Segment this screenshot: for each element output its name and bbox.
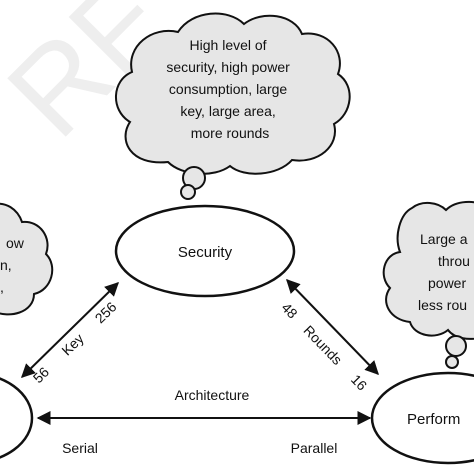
cloud-left-text: ow n, ,	[0, 235, 28, 295]
cloud-right-bubble-small	[445, 355, 459, 369]
arrow-key	[20, 282, 120, 378]
rounds-min-label: 48	[278, 299, 300, 321]
cloud-top-line: security, high power	[166, 59, 290, 75]
architecture-label: Architecture	[175, 387, 250, 403]
node-security-ellipse	[114, 204, 296, 298]
cloud-left-line: n,	[0, 257, 12, 273]
cloud-top-line: more rounds	[191, 125, 270, 141]
key-max-label: 256	[92, 298, 120, 326]
cloud-right: Large a throu power less rou	[382, 200, 474, 369]
cloud-top: High level of security, high power consu…	[115, 12, 351, 200]
cloud-left-line: ,	[0, 279, 4, 295]
node-left-ellipse	[0, 377, 34, 459]
cloud-top-text: High level of security, high power consu…	[166, 37, 293, 141]
cloud-top-line: consumption, large	[169, 81, 288, 97]
node-performance: Perform	[370, 371, 474, 465]
node-security: Security	[114, 204, 296, 298]
cloud-right-line: throu	[438, 253, 470, 269]
node-security-label: Security	[178, 244, 233, 261]
arrow-key-labels: 56 Key 256	[30, 298, 120, 386]
cloud-right-line: less rou	[418, 297, 467, 313]
node-performance-label: Perform	[407, 411, 460, 428]
cloud-top-shape	[115, 12, 351, 175]
rounds-max-label: 16	[348, 371, 370, 393]
key-label: Key	[58, 330, 86, 358]
cloud-right-bubble-large	[445, 335, 467, 357]
architecture-serial-label: Serial	[62, 440, 98, 456]
arrow-rounds	[286, 278, 379, 376]
cloud-right-line: Large a	[420, 231, 468, 247]
arrow-rounds-labels: 48 Rounds 16	[278, 299, 370, 393]
cloud-top-line: High level of	[190, 37, 267, 53]
node-performance-ellipse	[370, 371, 474, 465]
cloud-right-shape	[382, 200, 474, 340]
cloud-top-line: key, large area,	[180, 103, 275, 119]
architecture-parallel-label: Parallel	[291, 440, 338, 456]
cloud-right-text: Large a throu power less rou	[418, 231, 474, 313]
rounds-label: Rounds	[300, 322, 345, 368]
cloud-left: ow n, ,	[0, 202, 54, 316]
cloud-top-bubble-small	[180, 184, 196, 200]
cloud-left-line: ow	[6, 235, 25, 251]
cloud-right-line: power	[428, 275, 466, 291]
